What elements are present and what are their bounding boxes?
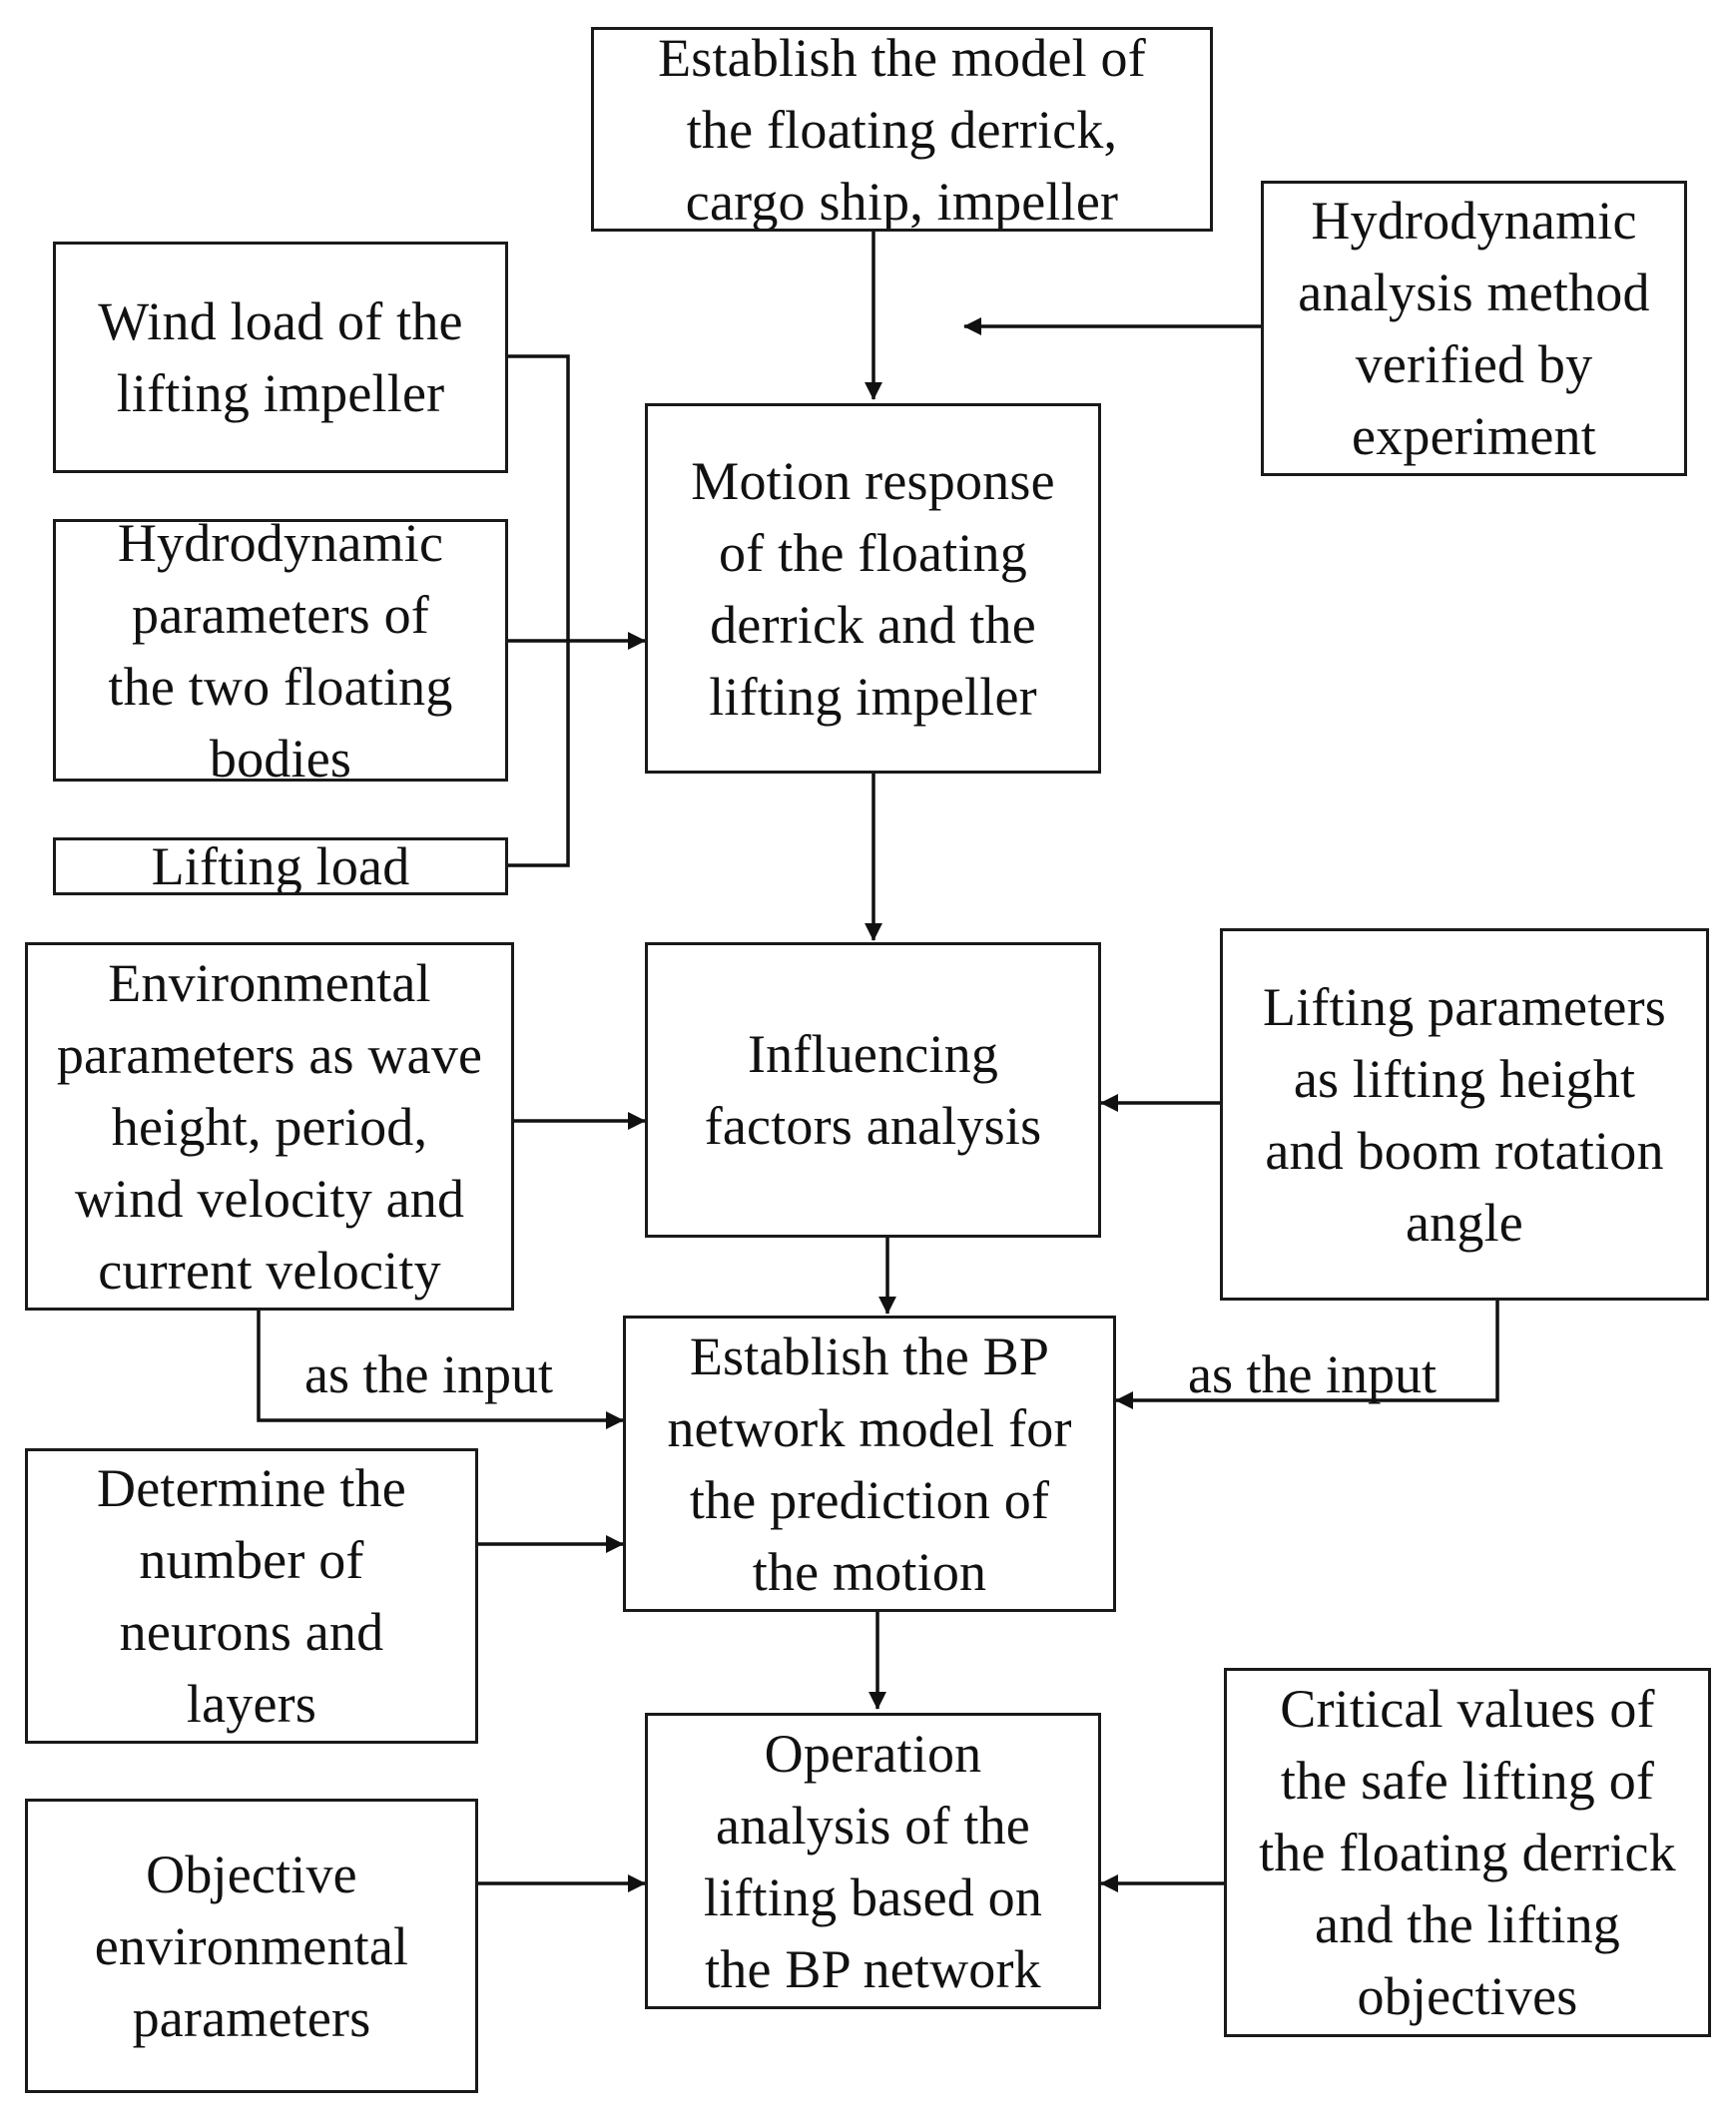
node-env-params: Environmental parameters as wave height,… xyxy=(25,942,514,1311)
node-hydro-params: Hydrodynamic parameters of the two float… xyxy=(53,519,508,782)
node-objective-env: Objective environmental parameters xyxy=(25,1799,478,2093)
node-critical-values: Critical values of the safe lifting of t… xyxy=(1224,1668,1711,2037)
node-objective-env-label: Objective environmental parameters xyxy=(94,1844,409,2048)
node-hydrodynamic-method: Hydrodynamic analysis method verified by… xyxy=(1261,181,1687,476)
node-establish-model: Establish the model of the floating derr… xyxy=(591,27,1213,232)
node-motion-response: Motion response of the floating derrick … xyxy=(645,403,1101,774)
node-critical-values-label: Critical values of the safe lifting of t… xyxy=(1259,1679,1676,2026)
node-motion-response-label: Motion response of the floating derrick … xyxy=(691,450,1055,727)
node-lifting-params: Lifting parameters as lifting height and… xyxy=(1220,928,1709,1301)
node-env-params-label: Environmental parameters as wave height,… xyxy=(56,952,483,1301)
node-lifting-load-label: Lifting load xyxy=(151,837,410,895)
node-operation-analysis-label: Operation analysis of the lifting based … xyxy=(703,1723,1043,1999)
arrow-lifting-input-to-bp xyxy=(1115,1301,1499,1409)
node-determine-neurons-label: Determine the number of neurons and laye… xyxy=(97,1458,406,1734)
node-wind-load: Wind load of the lifting impeller xyxy=(53,242,508,473)
edge-label-lifting-input: as the input xyxy=(1188,1344,1437,1404)
node-operation-analysis: Operation analysis of the lifting based … xyxy=(645,1713,1101,2009)
connector-wind-load xyxy=(506,354,570,867)
node-lifting-load: Lifting load xyxy=(53,837,508,895)
node-influencing: Influencing factors analysis xyxy=(645,942,1101,1238)
node-determine-neurons: Determine the number of neurons and laye… xyxy=(25,1448,478,1744)
edge-label-env-input: as the input xyxy=(304,1344,553,1404)
node-wind-load-label: Wind load of the lifting impeller xyxy=(98,291,463,423)
node-hydrodynamic-method-label: Hydrodynamic analysis method verified by… xyxy=(1298,191,1650,466)
node-influencing-label: Influencing factors analysis xyxy=(704,1024,1042,1156)
node-establish-bp-label: Establish the BP network model for the p… xyxy=(667,1326,1072,1602)
node-hydro-params-label: Hydrodynamic parameters of the two float… xyxy=(108,519,453,782)
node-establish-model-label: Establish the model of the floating derr… xyxy=(658,27,1146,232)
node-lifting-params-label: Lifting parameters as lifting height and… xyxy=(1263,976,1666,1253)
node-establish-bp: Establish the BP network model for the p… xyxy=(623,1316,1116,1612)
arrow-env-input-to-bp xyxy=(257,1311,624,1429)
